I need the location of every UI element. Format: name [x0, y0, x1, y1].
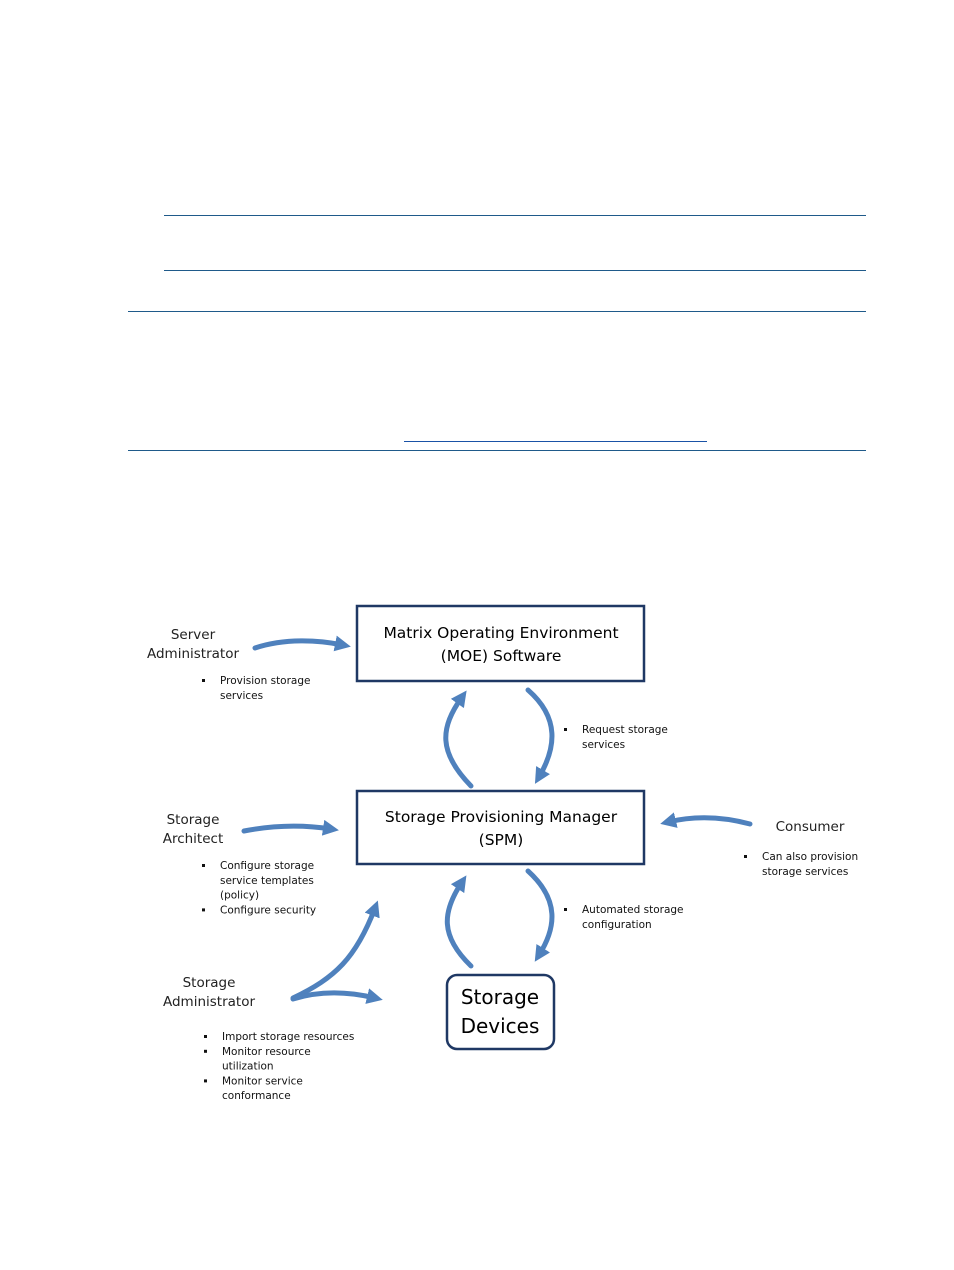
- note-line: conformance: [222, 1090, 291, 1102]
- role-storage-architect: Storage Architect: [163, 812, 224, 847]
- role-server-admin-line2: Administrator: [147, 646, 239, 662]
- role-storage-architect-line2: Architect: [163, 831, 224, 847]
- note-line: Request storage: [582, 724, 668, 736]
- moe-box-line2: (MOE) Software: [441, 647, 562, 665]
- role-server-admin-line1: Server: [171, 627, 216, 643]
- arrow-spm-to-devices: [525, 868, 555, 962]
- note-line: utilization: [222, 1061, 274, 1073]
- link-underline[interactable]: [404, 441, 707, 442]
- bullet-icon: [564, 728, 567, 731]
- storage-devices-box: Storage Devices: [445, 973, 556, 1051]
- bullet-icon: [204, 1049, 207, 1053]
- bullet-icon: [744, 855, 747, 858]
- role-storage-architect-line1: Storage: [167, 812, 220, 828]
- rule-top-1: [164, 215, 866, 216]
- note-line: Configure storage: [220, 860, 314, 872]
- rule-top-2: [164, 270, 866, 271]
- bullet-icon: [202, 864, 205, 867]
- notes-storage-architect: Configure storage service templates (polic…: [202, 860, 316, 916]
- arrow-consumer-to-spm: [660, 812, 753, 828]
- arrow-architect-to-spm: [241, 819, 339, 836]
- rule-section-2: [128, 450, 866, 451]
- role-consumer: Consumer: [776, 819, 845, 835]
- note-line: services: [582, 739, 625, 751]
- role-consumer-line1: Consumer: [776, 819, 845, 835]
- note-line: storage services: [762, 866, 848, 878]
- arrow-moe-to-spm: [525, 687, 555, 784]
- bullet-icon: [202, 908, 205, 912]
- notes-automated-configuration: Automated storage configuration: [564, 904, 684, 931]
- role-storage-admin-line2: Administrator: [163, 994, 255, 1010]
- note-line: Monitor service: [222, 1075, 303, 1087]
- note-line: Automated storage: [582, 904, 684, 916]
- spm-box-line1: Storage Provisioning Manager: [385, 808, 618, 826]
- storage-devices-line1: Storage: [461, 985, 539, 1009]
- arrow-storage-admin-to-devices: [290, 988, 383, 1004]
- role-server-administrator: Server Administrator: [147, 627, 239, 662]
- note-line: service templates: [220, 875, 314, 887]
- arrow-spm-to-moe: [443, 690, 474, 789]
- bullet-icon: [202, 679, 205, 682]
- moe-box-line1: Matrix Operating Environment: [383, 624, 618, 642]
- note-line: Provision storage: [220, 675, 310, 687]
- arrow-devices-to-spm: [444, 875, 474, 969]
- spm-box-line2: (SPM): [479, 831, 524, 849]
- notes-server-administrator: Provision storage services: [202, 675, 310, 702]
- bullet-icon: [564, 908, 567, 911]
- note-line: Configure security: [220, 904, 316, 916]
- bullet-icon: [204, 1079, 207, 1083]
- spm-box: Storage Provisioning Manager (SPM): [355, 789, 646, 866]
- note-line: (policy): [220, 890, 259, 902]
- note-line: configuration: [582, 919, 652, 931]
- note-line: Import storage resources: [222, 1031, 354, 1043]
- bullet-icon: [204, 1035, 207, 1038]
- rule-section-1: [128, 311, 866, 312]
- notes-consumer: Can also provision storage services: [744, 851, 858, 878]
- role-storage-administrator: Storage Administrator: [163, 975, 255, 1010]
- note-line: Monitor resource: [222, 1046, 311, 1058]
- notes-request-storage: Request storage services: [564, 724, 668, 751]
- note-line: services: [220, 690, 263, 702]
- role-storage-admin-line1: Storage: [183, 975, 236, 991]
- storage-devices-line2: Devices: [461, 1014, 540, 1038]
- moe-box: Matrix Operating Environment (MOE) Softw…: [355, 604, 646, 683]
- arrow-storage-admin-to-spm: [290, 900, 380, 1001]
- note-line: Can also provision: [762, 851, 858, 863]
- arrow-server-admin-to-moe: [252, 635, 351, 652]
